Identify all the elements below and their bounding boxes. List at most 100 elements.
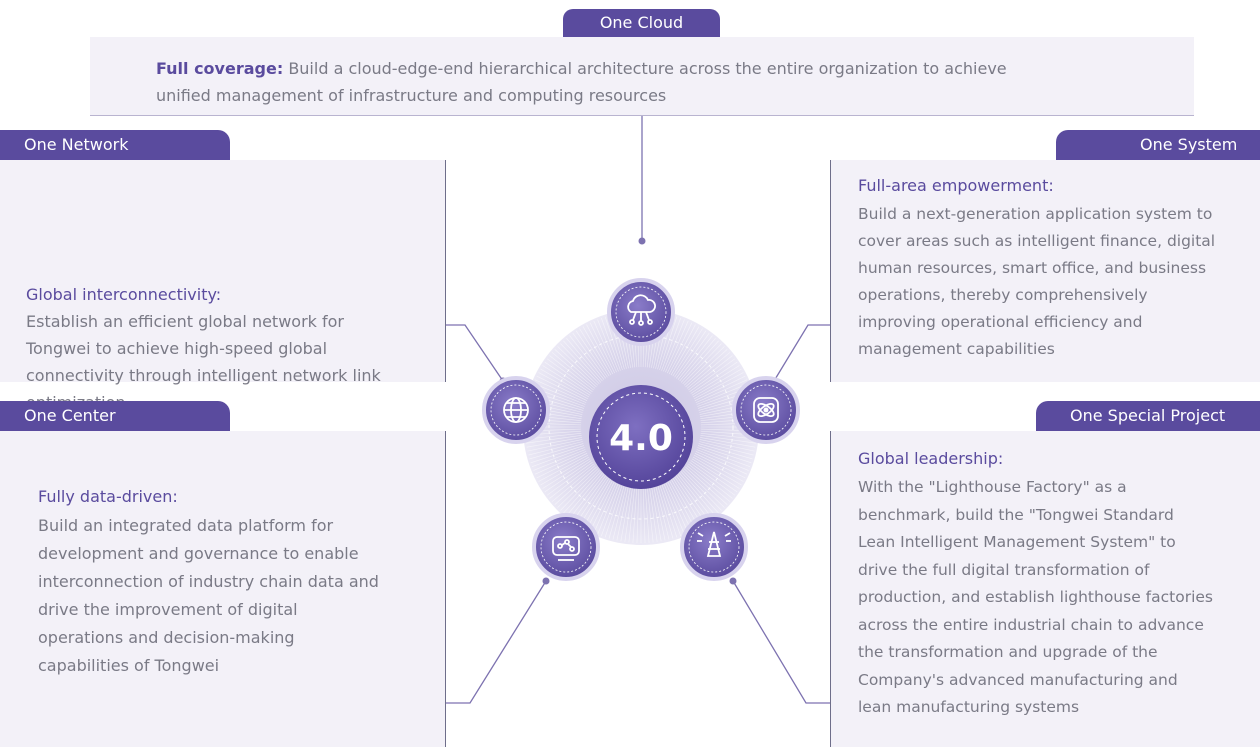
hub-ray [665, 320, 689, 373]
hub-ray [563, 471, 602, 514]
hub-ray [663, 319, 685, 372]
hub-ray [569, 335, 605, 380]
one-system-title: Full-area empowerment: [858, 176, 1054, 195]
hub-ray [688, 355, 733, 391]
hub-ray [636, 486, 640, 543]
hub-ray [657, 484, 674, 539]
hub-ray [557, 468, 599, 508]
hub-ray [663, 482, 685, 535]
hub-ray [628, 486, 636, 543]
atom-icon [753, 397, 779, 423]
node-one-cloud [607, 278, 675, 346]
hub-ray [692, 456, 742, 486]
hub-ray [644, 486, 650, 543]
hub-ray [686, 352, 731, 389]
hub-ray [665, 481, 689, 534]
hub-ray [689, 462, 736, 496]
hub-ray [597, 482, 619, 535]
hub-ray [690, 460, 738, 493]
tab-one-center: One Center [0, 401, 230, 431]
hub-ray [542, 458, 591, 489]
hub-ray [686, 465, 731, 502]
body-line: connectivity through intelligent network… [26, 366, 381, 385]
hub-ray [696, 383, 749, 405]
node-one-network [482, 376, 550, 444]
one-center-body: Build an integrated data platform for de… [38, 512, 379, 680]
hub-ray [586, 324, 614, 375]
hub-ray [534, 379, 587, 403]
hub-ray [540, 456, 590, 486]
lighthouse-icon [697, 531, 731, 557]
hub-ray [554, 349, 597, 388]
hub-ray [597, 319, 619, 372]
hub-ray [692, 368, 742, 398]
body-line: Lean Intelligent Management System" to [858, 533, 1176, 551]
hub-ray [683, 346, 725, 386]
hub-ray [586, 479, 614, 530]
body-line: production, and establish lighthouse fac… [858, 588, 1213, 606]
body-line: improving operational efficiency and [858, 313, 1143, 331]
hub-ray [659, 483, 678, 538]
hub-ray [674, 476, 707, 524]
one-cloud-title: Full coverage: [156, 59, 284, 78]
hub-ray [683, 468, 725, 508]
body-line: management capabilities [858, 340, 1055, 358]
hub-ray [679, 337, 716, 382]
hub-ray [601, 317, 621, 371]
hub-ray [549, 463, 594, 499]
hub-ray [563, 340, 602, 383]
hub-ray [689, 358, 736, 392]
hub-ray [554, 466, 597, 505]
hub-ray [698, 443, 753, 460]
hub-ray [691, 365, 740, 396]
hub-ray [655, 485, 670, 540]
hub-ray [612, 485, 627, 540]
hub-ray [659, 316, 678, 371]
hub-ray [632, 486, 638, 543]
hub-ray [540, 368, 590, 398]
node-one-system [732, 376, 800, 444]
body-line: human resources, smart office, and busin… [858, 259, 1207, 277]
hub-ray [682, 469, 722, 511]
hub-ray [685, 349, 728, 388]
body-line: drive the full digital transformation of [858, 560, 1150, 579]
hub-ray [608, 484, 625, 539]
one-network-panel: Global interconnectivity: Establish an e… [0, 160, 446, 412]
tab-one-cloud: One Cloud [563, 9, 720, 37]
hub-ray [575, 330, 608, 378]
hub-ray [589, 322, 615, 374]
node-one-special-project [680, 513, 748, 581]
hub-ray [542, 365, 591, 396]
hub-ray [688, 463, 733, 499]
body-line: benchmark, build the "Tongwei Standard [858, 505, 1174, 524]
hub-ray [530, 445, 585, 464]
hub-ray [538, 454, 589, 482]
data-monitor-icon [552, 536, 580, 561]
hub-ray [700, 437, 756, 448]
hub-ray [676, 332, 710, 379]
body-line: cover areas such as intelligent finance,… [858, 232, 1216, 250]
hub-ray [646, 486, 654, 543]
hub-ray [691, 458, 740, 489]
one-special-project-body: With the "Lighthouse Factory" as a bench… [858, 474, 1213, 722]
one-network-title: Global interconnectivity: [26, 285, 222, 304]
hub-ray [572, 332, 606, 379]
body-line: development and governance to enable [38, 544, 359, 563]
body-line: Tongwei to achieve high-speed global [26, 339, 328, 358]
hub-ray [569, 474, 605, 519]
hub-ray [582, 326, 612, 376]
hub-center-label: 4.0 [609, 418, 673, 459]
hub-ray [693, 372, 744, 400]
hub-ray [560, 469, 600, 511]
one-cloud-body-line2: unified management of infrastructure and… [156, 86, 667, 105]
hub-ray [668, 479, 696, 530]
hub-ray [695, 451, 748, 475]
hub-ray [680, 340, 719, 383]
hub-ray [593, 320, 617, 373]
hub-core [589, 385, 693, 489]
hub-ray [546, 462, 593, 496]
hub-ray [560, 343, 600, 385]
hub-ray [679, 472, 716, 517]
hub-ray [538, 372, 589, 400]
